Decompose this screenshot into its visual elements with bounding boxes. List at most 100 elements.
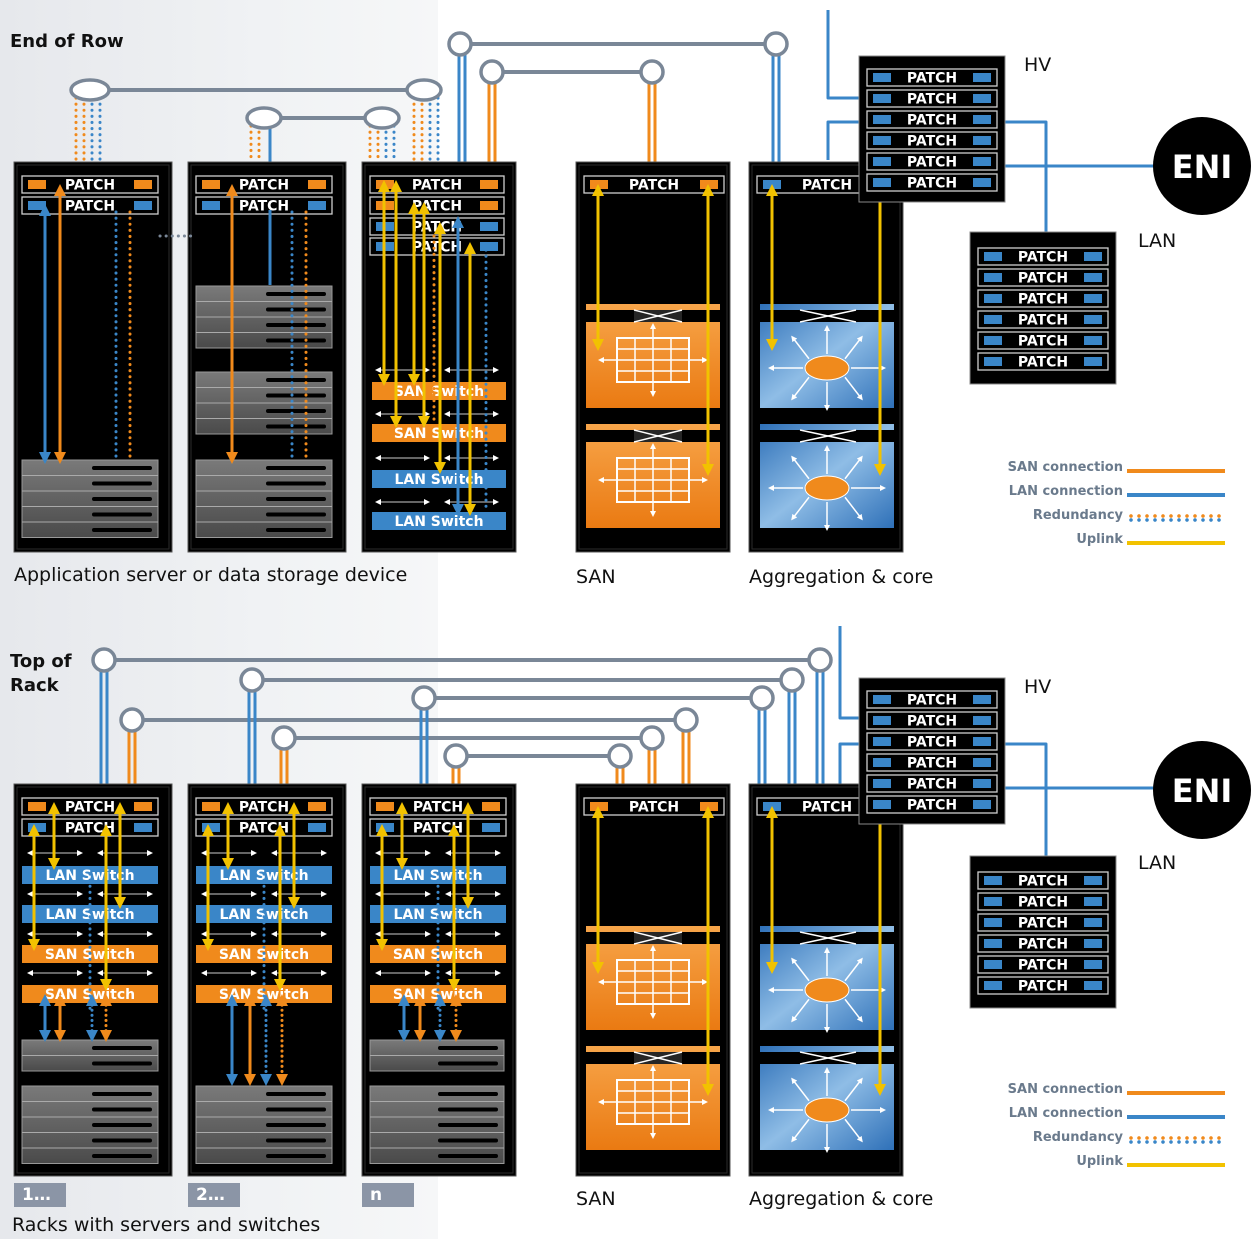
patch-port xyxy=(1084,252,1102,261)
patch-port xyxy=(376,823,394,832)
patch-port xyxy=(873,695,891,704)
lan-cross-line xyxy=(799,309,857,323)
patch-port xyxy=(873,115,891,124)
patch-port xyxy=(984,939,1002,948)
server-slot xyxy=(266,323,326,327)
patch-label: PATCH xyxy=(412,240,462,256)
lan-switch-label: LAN Switch xyxy=(219,907,308,923)
patch-label: PATCH xyxy=(907,693,957,709)
hv-patch-panel xyxy=(866,173,998,192)
patch-port xyxy=(134,180,152,189)
legend-label: SAN connection xyxy=(1007,1082,1123,1097)
server-slot xyxy=(266,497,326,501)
patch-label: PATCH xyxy=(907,735,957,751)
lan-switch-label: LAN Switch xyxy=(394,514,483,530)
legend-item-lan: LAN connection xyxy=(995,1104,1225,1128)
patch-label: PATCH xyxy=(239,199,289,215)
patch-port xyxy=(1084,918,1102,927)
server-slot xyxy=(92,497,152,501)
patch-label: PATCH xyxy=(65,821,115,837)
patch-port xyxy=(763,180,781,189)
san-director-band xyxy=(586,932,720,944)
hv-label-top: HV xyxy=(1024,54,1052,76)
patch-label: PATCH xyxy=(1018,895,1068,911)
patch-port xyxy=(973,800,991,809)
patch-port xyxy=(984,294,1002,303)
lan-cross-line xyxy=(799,931,857,945)
patch-label: PATCH xyxy=(802,800,852,816)
rack-inner-frame xyxy=(364,164,514,550)
patch-port xyxy=(700,180,718,189)
patch-port xyxy=(973,94,991,103)
lan-core-arrow xyxy=(844,957,863,982)
lan-patch-panel xyxy=(977,955,1109,974)
patch-label: PATCH xyxy=(907,134,957,150)
hv-patch-panel xyxy=(866,690,998,709)
patch-port xyxy=(202,180,220,189)
patch-port xyxy=(480,180,498,189)
hub-node xyxy=(239,667,265,693)
patch-label: PATCH xyxy=(629,800,679,816)
hv-patch-panel xyxy=(866,110,998,129)
patch-port xyxy=(134,802,152,811)
patch-label: PATCH xyxy=(1018,292,1068,308)
patch-port xyxy=(482,802,500,811)
patch-port xyxy=(1084,294,1102,303)
rack-inner-frame xyxy=(364,786,514,1174)
patch-label: PATCH xyxy=(65,178,115,194)
lan-core-arrow xyxy=(844,455,863,480)
patch-label: PATCH xyxy=(907,798,957,814)
hub-node xyxy=(69,78,111,102)
server-slot xyxy=(92,1061,152,1066)
lan-patch-panel xyxy=(977,934,1109,953)
lan-patch-panel xyxy=(977,247,1109,266)
patch-label: PATCH xyxy=(907,777,957,793)
server-slot xyxy=(266,466,326,470)
server-slot xyxy=(438,1092,498,1096)
patch-label: PATCH xyxy=(907,714,957,730)
rack-number-1: 1… xyxy=(14,1183,66,1207)
rack-inner-frame xyxy=(578,786,728,1174)
lan-core-arrow xyxy=(844,1077,863,1102)
legend-swatch xyxy=(1127,1115,1225,1119)
server-slot xyxy=(266,528,326,532)
hub-node xyxy=(363,106,401,130)
patch-port xyxy=(202,823,220,832)
lan-switch xyxy=(196,905,332,923)
patch-port xyxy=(763,802,781,811)
san-cross-line xyxy=(633,931,683,945)
rack-inner-frame xyxy=(751,164,901,550)
legend-bottom: SAN connection LAN connection Redundancy… xyxy=(995,1080,1225,1176)
san-director-band xyxy=(586,430,720,442)
lan-label-top: LAN xyxy=(1138,230,1177,252)
legend-item-uplink: Uplink xyxy=(995,1152,1225,1176)
patch-port xyxy=(134,201,152,210)
patch-port xyxy=(308,802,326,811)
lan-patch-panel xyxy=(977,289,1109,308)
hv-patch-panel xyxy=(866,152,998,171)
legend-item-uplink: Uplink xyxy=(995,530,1225,554)
lan-core-arrow xyxy=(844,335,863,360)
san-switch-label: SAN Switch xyxy=(219,947,309,963)
legend-item-redundancy: Redundancy xyxy=(995,506,1225,530)
lan-feed xyxy=(1000,120,1048,235)
patch-port xyxy=(973,716,991,725)
server-slot xyxy=(438,1061,498,1066)
patch-port xyxy=(28,823,46,832)
lan-cross-line xyxy=(799,1051,857,1065)
patch-port xyxy=(973,737,991,746)
server-slot xyxy=(266,1154,326,1158)
lan-patch-panel xyxy=(977,913,1109,932)
lan-core-hub xyxy=(804,977,850,1003)
hub-node xyxy=(405,78,443,102)
hub-node xyxy=(443,743,469,769)
patch-port xyxy=(973,115,991,124)
patch-port xyxy=(973,178,991,187)
lan-switch-label: LAN Switch xyxy=(393,868,482,884)
patch-port xyxy=(873,178,891,187)
patch-label: PATCH xyxy=(65,199,115,215)
patch-port xyxy=(873,737,891,746)
legend-swatch xyxy=(1127,1163,1225,1167)
patch-port xyxy=(973,758,991,767)
patch-label: PATCH xyxy=(907,155,957,171)
